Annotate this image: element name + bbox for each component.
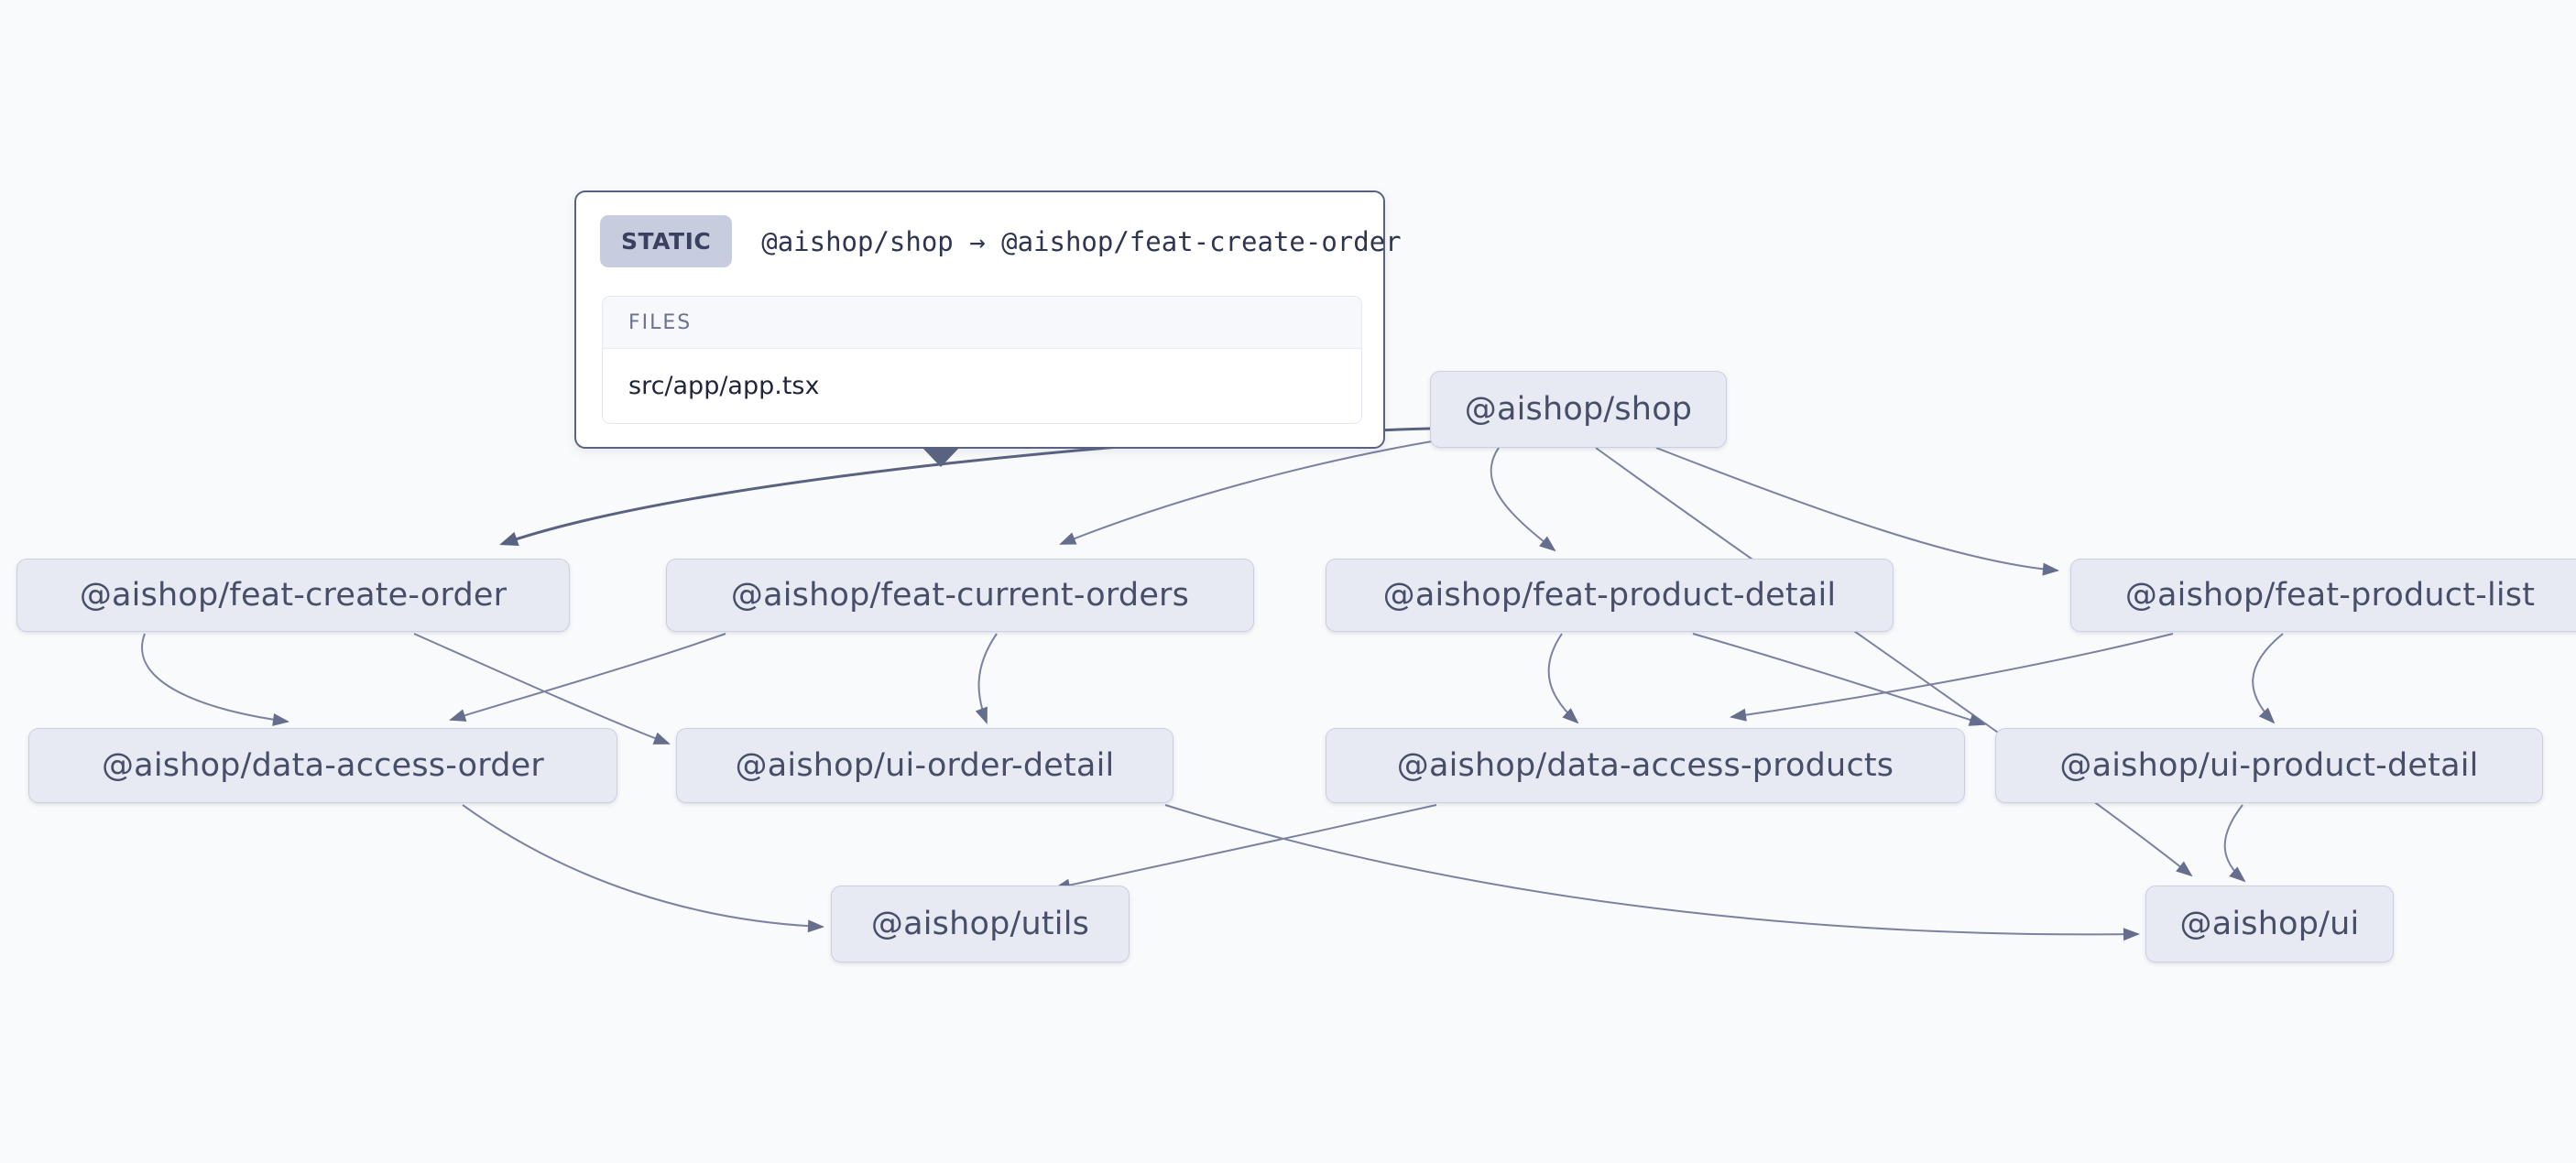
graph-edge-feat-product-list->ui-product-detail[interactable] <box>2252 633 2284 724</box>
graph-node-feat-current-orders[interactable]: @aishop/feat-current-orders <box>666 559 1254 632</box>
graph-node-data-access-order[interactable]: @aishop/data-access-order <box>28 728 617 803</box>
graph-edge-data-access-products->utils[interactable] <box>1053 804 1437 892</box>
graph-edge-shop->ui[interactable] <box>1595 447 2193 877</box>
graph-edge-feat-current-orders->data-access-order[interactable] <box>449 633 726 722</box>
graph-node-shop[interactable]: @aishop/shop <box>1430 371 1727 448</box>
files-card-file-row: src/app/app.tsx <box>603 349 1361 422</box>
graph-edge-shop->feat-current-orders[interactable] <box>1059 440 1433 545</box>
graph-edge-shop->feat-product-detail[interactable] <box>1490 447 1556 552</box>
graph-node-data-access-products[interactable]: @aishop/data-access-products <box>1326 728 1965 803</box>
edge-tooltip-header: STATIC @aishop/shop → @aishop/feat-creat… <box>576 192 1402 267</box>
edge-tooltip-label: @aishop/shop → @aishop/feat-create-order <box>761 225 1402 257</box>
graph-edge-ui-order-detail->ui[interactable] <box>1164 804 2140 941</box>
graph-node-feat-create-order[interactable]: @aishop/feat-create-order <box>16 559 570 632</box>
graph-edge-feat-current-orders->ui-order-detail[interactable] <box>975 633 998 724</box>
graph-edge-feat-product-detail->data-access-products[interactable] <box>1547 633 1579 724</box>
graph-edge-ui-product-detail->ui[interactable] <box>2223 804 2246 883</box>
graph-node-label: @aishop/data-access-order <box>101 747 545 784</box>
graph-node-label: @aishop/feat-product-list <box>2124 577 2536 614</box>
graph-node-feat-product-detail[interactable]: @aishop/feat-product-detail <box>1326 559 1894 632</box>
graph-edge-feat-product-detail->ui-product-detail[interactable] <box>1692 633 1986 726</box>
graph-node-feat-product-list[interactable]: @aishop/feat-product-list <box>2070 559 2576 632</box>
graph-edge-shop->feat-product-list[interactable] <box>1655 447 2059 576</box>
graph-edge-feat-create-order->ui-order-detail[interactable] <box>413 633 671 745</box>
graph-edge-feat-product-list->data-access-products[interactable] <box>1730 633 2174 722</box>
graph-node-label: @aishop/ui-order-detail <box>735 747 1115 784</box>
graph-node-label: @aishop/feat-current-orders <box>730 577 1190 614</box>
graph-edge-data-access-order->utils[interactable] <box>462 804 824 933</box>
graph-node-ui-order-detail[interactable]: @aishop/ui-order-detail <box>676 728 1173 803</box>
graph-node-ui[interactable]: @aishop/ui <box>2145 886 2394 962</box>
graph-node-label: @aishop/feat-create-order <box>79 577 508 614</box>
edge-files-card: FILES src/app/app.tsx <box>602 296 1362 424</box>
graph-node-label: @aishop/feat-product-detail <box>1382 577 1837 614</box>
graph-node-label: @aishop/shop <box>1464 391 1693 428</box>
graph-node-utils[interactable]: @aishop/utils <box>831 886 1130 962</box>
files-card-header: FILES <box>603 297 1361 349</box>
graph-node-ui-product-detail[interactable]: @aishop/ui-product-detail <box>1995 728 2543 803</box>
edge-tooltip: STATIC @aishop/shop → @aishop/feat-creat… <box>574 190 1402 449</box>
graph-node-label: @aishop/ui <box>2179 906 2360 942</box>
tooltip-pointer-icon <box>922 448 959 467</box>
edge-type-badge: STATIC <box>600 215 733 267</box>
graph-node-label: @aishop/utils <box>870 906 1090 942</box>
graph-edge-feat-create-order->data-access-order[interactable] <box>141 633 289 726</box>
graph-node-label: @aishop/ui-product-detail <box>2059 747 2479 784</box>
graph-node-label: @aishop/data-access-products <box>1396 747 1894 784</box>
